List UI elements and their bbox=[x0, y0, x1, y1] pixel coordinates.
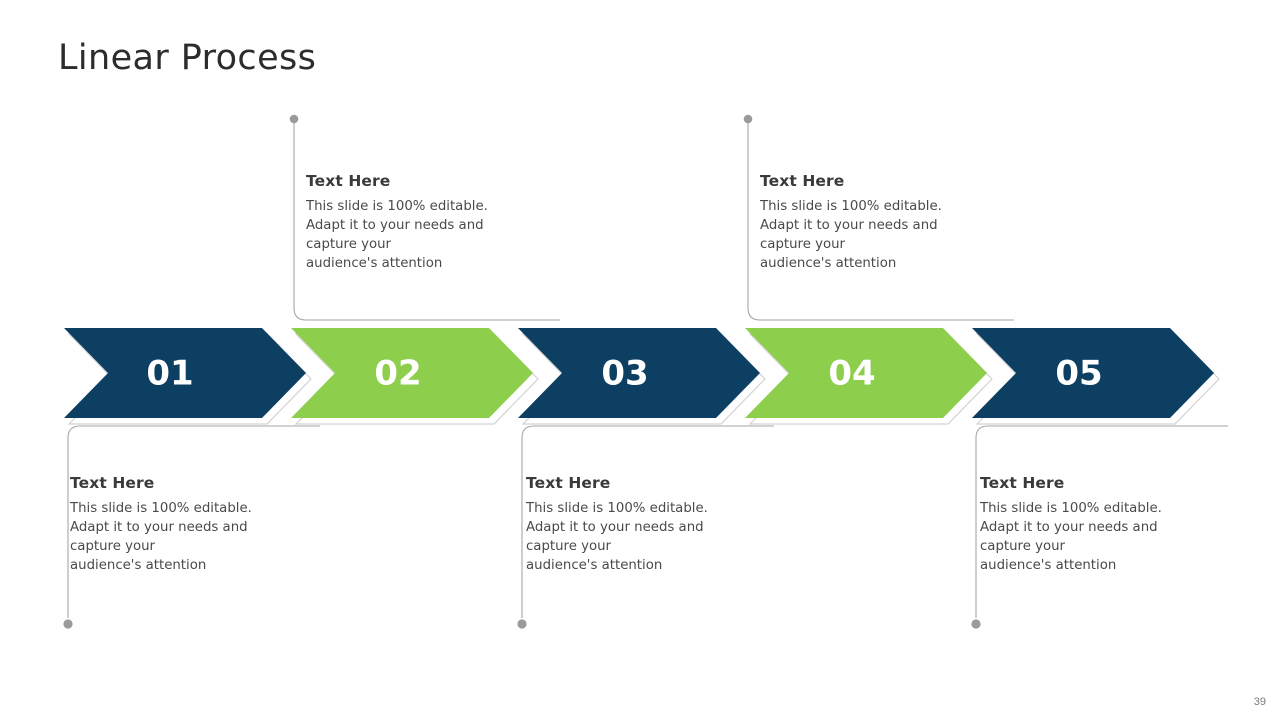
text-block-body: This slide is 100% editable. Adapt it to… bbox=[306, 199, 488, 271]
text-block-heading: Text Here bbox=[526, 474, 611, 492]
text-block-body: This slide is 100% editable. Adapt it to… bbox=[980, 501, 1162, 573]
connector-dot-step-5 bbox=[971, 619, 981, 629]
text-block-body: This slide is 100% editable. Adapt it to… bbox=[70, 501, 252, 573]
text-block-heading: Text Here bbox=[70, 474, 155, 492]
chevron-shapes bbox=[64, 328, 1214, 418]
connector-dot-step-1 bbox=[63, 619, 73, 629]
connector-dot-step-3 bbox=[517, 619, 527, 629]
chevron-step-1[interactable] bbox=[64, 328, 306, 418]
chevron-step-2[interactable] bbox=[291, 328, 533, 418]
text-block-step-2: Text Here This slide is 100% editable. A… bbox=[306, 172, 521, 273]
chevron-step-4[interactable] bbox=[745, 328, 987, 418]
text-block-step-4: Text Here This slide is 100% editable. A… bbox=[760, 172, 975, 273]
connector-dot-step-2 bbox=[289, 114, 299, 124]
text-block-step-1: Text Here This slide is 100% editable. A… bbox=[70, 474, 285, 575]
text-block-step-3: Text Here This slide is 100% editable. A… bbox=[526, 474, 741, 575]
text-block-heading: Text Here bbox=[306, 172, 391, 190]
page-number: 39 bbox=[1253, 696, 1266, 708]
chevron-step-5[interactable] bbox=[972, 328, 1214, 418]
text-block-heading: Text Here bbox=[980, 474, 1065, 492]
chevron-step-3[interactable] bbox=[518, 328, 760, 418]
text-block-body: This slide is 100% editable. Adapt it to… bbox=[760, 199, 942, 271]
connector-dot-step-4 bbox=[743, 114, 753, 124]
page-title: Linear Process bbox=[58, 38, 317, 78]
text-block-heading: Text Here bbox=[760, 172, 845, 190]
text-block-body: This slide is 100% editable. Adapt it to… bbox=[526, 501, 708, 573]
text-block-step-5: Text Here This slide is 100% editable. A… bbox=[980, 474, 1195, 575]
